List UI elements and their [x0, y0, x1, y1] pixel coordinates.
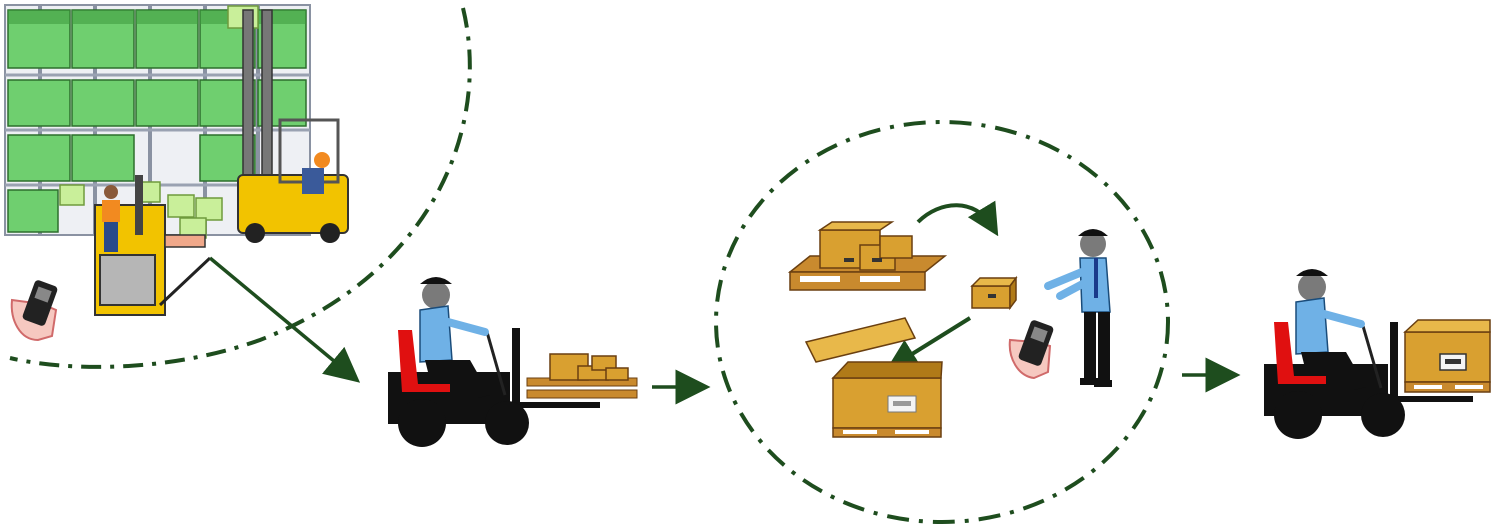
mixed-pallet	[526, 353, 638, 399]
forklift-packed-pallet-icon	[1264, 269, 1491, 439]
repacking-station-icon	[714, 120, 1170, 524]
packed-shipping-box	[1403, 319, 1491, 393]
warehouse-rack-picking-icon	[4, 4, 349, 342]
shipping-box-open	[804, 317, 943, 438]
pack-arrow	[885, 316, 972, 371]
stage-picking	[4, 4, 472, 369]
single-item-box	[970, 275, 1018, 311]
reach-truck	[237, 9, 349, 243]
forklift-mixed-pallet-icon	[388, 277, 638, 447]
handheld-scanner-icon	[10, 280, 58, 342]
transfer-curve-arrow	[916, 200, 999, 237]
source-pallet	[787, 221, 948, 291]
order-picker-truck	[94, 175, 212, 316]
picking-zone-boundary	[9, 7, 472, 369]
flow-arrow-1	[208, 256, 361, 383]
handheld-scanner-icon	[1008, 320, 1054, 380]
repacking-zone-boundary	[714, 120, 1170, 524]
packing-worker	[1044, 229, 1112, 387]
